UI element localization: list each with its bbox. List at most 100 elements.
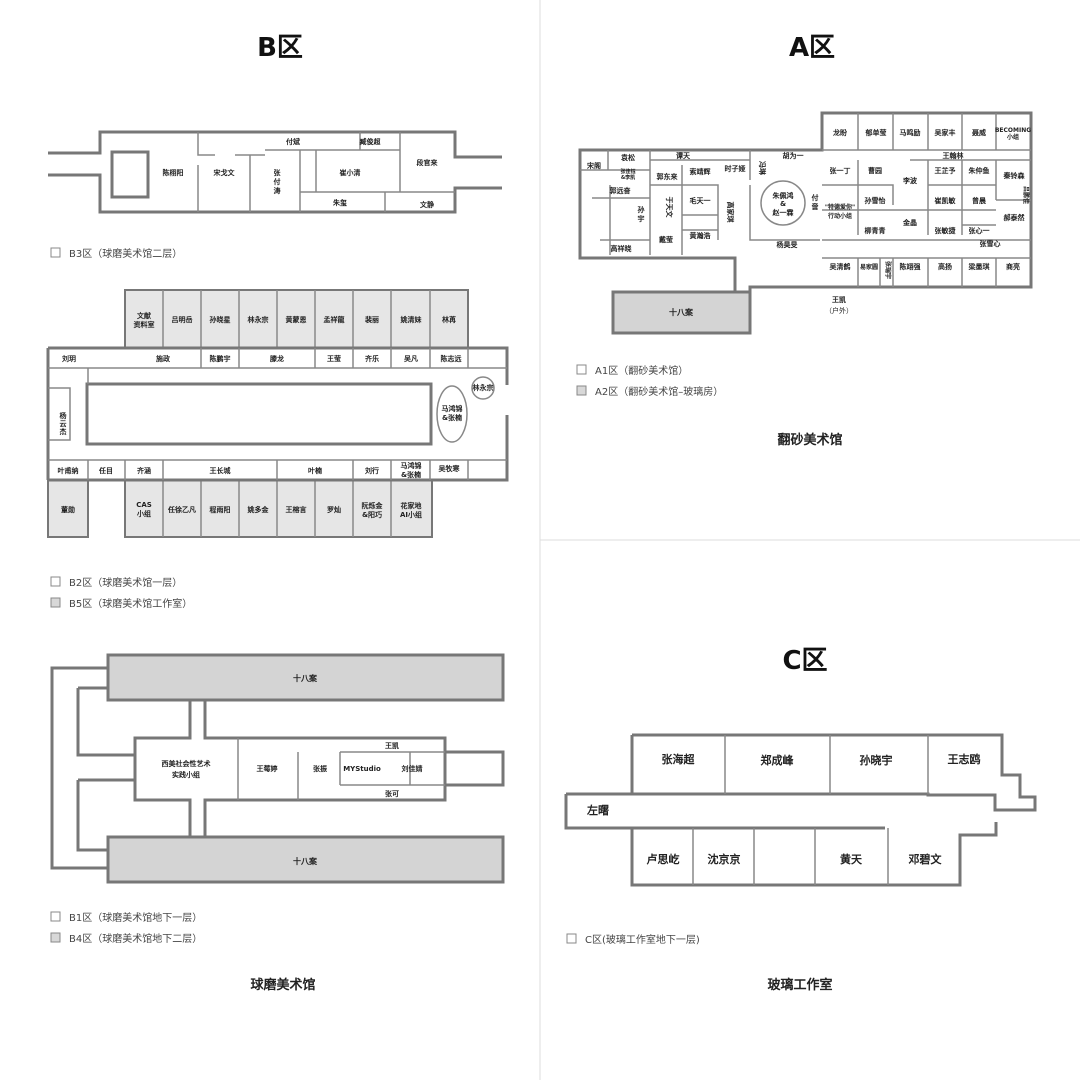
room-label: 董勋 [61,505,75,514]
room-label: 陈鹏宇 [210,354,231,363]
room-label: 孟祥龍 [324,315,345,324]
room-label: （户外） [825,306,853,315]
room-label: 刘玥 [62,354,76,363]
room-label: 张敏捷 [935,226,957,235]
room-label: 林永宗 [248,315,269,324]
room-label: 任目 [98,466,113,475]
room-label: 吕明岳 [172,315,193,324]
legend-b2: B2区（球磨美术馆一层） [69,576,182,589]
room-label: 资料室 [134,320,155,329]
room-label: 付斌 [286,137,300,146]
room-label: 梁墨琪 [968,262,990,271]
room-label: &李凯 [621,174,635,181]
room-label: 程雨阳 [210,505,231,514]
room-label: 胡为一 [783,151,804,160]
room-label: 陈栩阳 [163,168,184,177]
room-label: 王莹 [327,354,341,363]
room-label: 文献 [137,311,151,320]
room-label: 林永宗 [473,383,494,392]
legend-b3: B3区（球磨美术馆二层） [69,247,182,260]
room-label: 金晶 [902,218,917,227]
room-label: BECOMING [995,127,1031,134]
room-label: 孙晓宇 [860,753,893,767]
room-label: 毛天一 [690,196,711,205]
room-label: 郭远奋 [610,186,632,195]
room-label: 王凯 [832,295,846,304]
legend-swatch-b4 [50,932,61,943]
room-label: 郝泰然 [1004,213,1025,222]
room-label: 曹园 [868,166,882,175]
room-label: 戴莹 [659,235,673,244]
room-label: 王芷予 [935,166,956,175]
room-label: 孙雪怡 [865,196,886,205]
legend-swatch-b3 [50,247,61,258]
c-labels: 张海超 郑成峰 孙晓宇 王志鸥 左曙 卢思屹 沈京京 黄天 邓碧文 [586,752,981,866]
room-label: 吴清鹤 [830,262,851,271]
room-label: 付 [812,193,819,202]
room-label: 陈翊强 [900,262,921,271]
room-label: 十八案 [293,673,318,683]
room-label: 朱玺 [333,198,347,207]
room-label: 臧俊超 [359,137,382,146]
room-label: 马鸿锦 [401,461,422,470]
room-label: 张振 [313,764,327,773]
room-label: 高家琪 [726,202,735,223]
room-label: 宋阁 [586,161,601,170]
room-label: 马鸿锦 [442,404,463,413]
b3-plan [48,130,502,214]
room-label: 袁松 [620,153,635,162]
room-label: 叶甫纳 [58,466,79,475]
room-label: 张雪心 [980,239,1001,248]
room-label: &阳巧 [362,510,382,519]
room-label: 张一丁 [830,166,851,175]
room-label: 王翰林 [943,151,965,160]
room-label: 罗灿 [327,505,341,514]
room-label: &张楠 [442,413,462,422]
room-label: 沈京京 [708,852,741,866]
b1-b4-plan [50,653,505,884]
room-label: 花家地 [401,501,422,510]
room-label: 宋戈文 [213,168,236,177]
room-label: 崔凯敏 [935,196,957,205]
room-label: 刘行 [365,466,379,475]
room-label: & [780,200,786,208]
legend-swatch-a1 [576,364,587,375]
room-label: 十八案 [669,307,694,317]
room-label: 裴丽 [364,315,379,324]
room-label: 黄瀚浩 [690,231,711,240]
legend-swatch-c [566,933,577,944]
room-label: 龙盼 [832,128,847,137]
room-label: 张佳钰 [620,168,635,175]
room-label: "特德爱你" [825,203,855,211]
room-label: 王志鸥 [948,752,981,766]
c-plan [564,733,1037,887]
legend-swatch-b1 [50,911,61,922]
legend-a1: A1区（翻砂美术馆） [595,364,688,377]
room-label: AI小组 [400,510,422,519]
room-label: 文静 [420,200,434,209]
room-label: 黄蒙恩 [286,315,307,324]
room-label: 小组 [1006,133,1019,141]
room-label: 曾晨 [972,196,987,205]
room-label: 高祥晓 [611,244,632,253]
room-label: &张楠 [401,470,421,479]
room-label: 实践小组 [172,770,200,779]
room-label: 任徐乙凡 [167,505,196,514]
b3-labels: 陈栩阳 宋戈文 付斌 臧俊超 张 付 涛 崔小清 段官来 朱玺 文静 [163,137,439,209]
room-label: 易家圆 [859,263,878,271]
room-label: 啻 [812,202,819,211]
room-label: 郭东来 [657,172,679,181]
room-label: 马鸣励 [900,128,921,137]
room-label: CAS [136,501,152,509]
room-label: 杰 [60,427,67,436]
room-label: 高扬 [938,262,952,271]
room-label: 张 [274,168,282,177]
b2-labels: 刘玥 施政 陈鹏宇 滕龙 王莹 齐乐 吴凡 陈志远 杨 云 杰 马鸿锦 &张楠 … [58,354,494,479]
zone-b-title: B区 [257,33,303,63]
room-label: 齐涵 [137,466,151,475]
room-label: 姚清妹 [400,315,423,324]
room-label: 冯琳 [758,161,767,176]
room-label: 张海超 [662,752,696,766]
room-label: 云 [60,420,67,428]
room-label: 卢思屹 [647,852,680,866]
